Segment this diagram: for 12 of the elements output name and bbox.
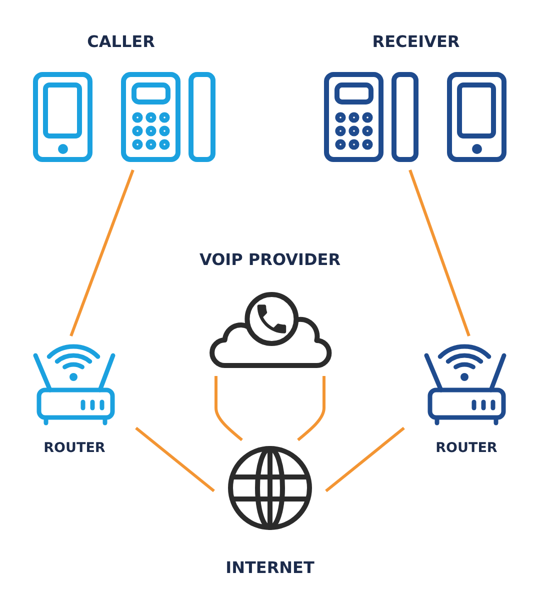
node-label: ROUTER [436, 440, 498, 456]
connector-line [70, 169, 134, 337]
connector-line [325, 426, 405, 492]
connector-line [408, 170, 470, 336]
connector-line [135, 426, 215, 492]
node-label: VOIP PROVIDER [199, 250, 341, 270]
node-label: CALLER [87, 32, 155, 52]
node-label: ROUTER [44, 440, 106, 456]
node-label: INTERNET [226, 558, 314, 578]
connector-line [214, 376, 243, 442]
node-label: RECEIVER [372, 32, 460, 52]
connector-line [297, 376, 326, 442]
